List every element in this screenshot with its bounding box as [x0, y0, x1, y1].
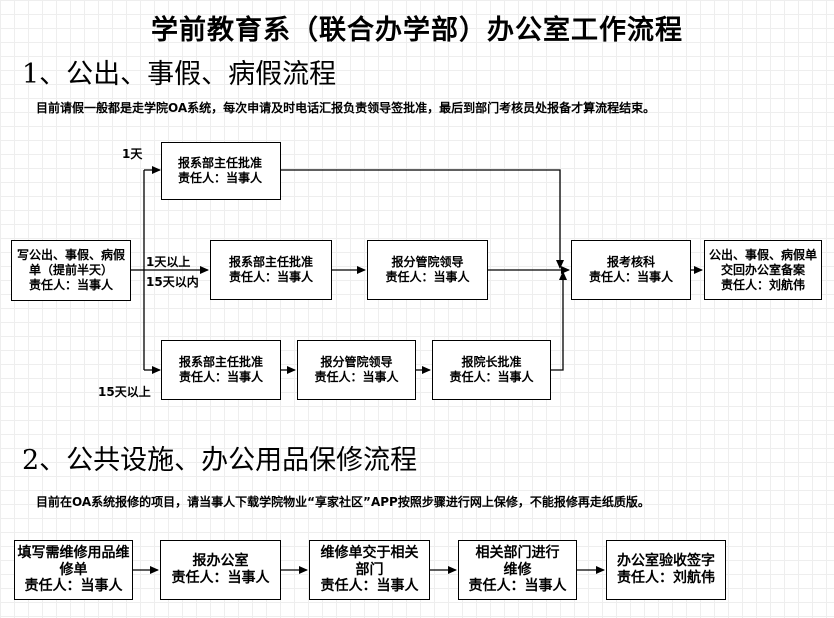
- box-text: 修单: [59, 561, 88, 578]
- section1-note: 目前请假一般都是走学院OA系统，每次申请及时电话汇报负责领导签批准，最后到部门考…: [36, 101, 656, 115]
- box-text: 责任人：当事人: [178, 171, 263, 185]
- box-text: 报系部主任批准: [178, 355, 263, 369]
- box-text: 责任人：当事人: [171, 570, 270, 586]
- submit-to-department-box: 维修单交于相关 部门 责任人：当事人: [309, 540, 430, 600]
- box-text: 部门: [355, 561, 384, 578]
- report-office-box: 报办公室 责任人：当事人: [160, 540, 281, 600]
- box-text: 报分管院领导: [391, 255, 464, 269]
- box-text: 相关部门进行: [475, 544, 560, 561]
- vice-president-box: 报分管院领导 责任人：当事人: [297, 340, 416, 400]
- box-text: 责任人：当事人: [24, 578, 123, 595]
- dept-head-approval-box: 报系部主任批准 责任人：当事人: [210, 240, 332, 300]
- box-text: 报考核科: [606, 255, 655, 269]
- box-text: 报系部主任批准: [178, 156, 263, 170]
- box-text: 责任人：当事人: [320, 578, 419, 595]
- box-text: 责任人：当事人: [449, 370, 534, 384]
- box-text: 单（提前半天）: [28, 263, 113, 277]
- department-repair-box: 相关部门进行 维修 责任人：当事人: [458, 540, 577, 600]
- box-text: 责任人：刘航伟: [720, 277, 805, 292]
- repair-form-box: 填写需维修用品维 修单 责任人：当事人: [14, 540, 133, 600]
- box-text: 报分管院领导: [320, 355, 393, 369]
- box-text: 维修: [503, 561, 532, 578]
- branch-label-over-1-day: 1天以上: [146, 255, 191, 269]
- box-text: 报院长批准: [461, 355, 522, 369]
- section1-heading: 1、公出、事假、病假流程: [22, 59, 337, 90]
- box-text: 责任人：当事人: [178, 370, 263, 384]
- branch-label-1-day: 1天: [122, 147, 143, 161]
- box-text: 责任人：当事人: [468, 578, 567, 595]
- president-approval-box: 报院长批准 责任人：当事人: [432, 340, 551, 400]
- box-text: 填写需维修用品维: [17, 544, 130, 561]
- box-text: 维修单交于相关: [320, 544, 419, 561]
- box-text: 报办公室: [192, 553, 249, 570]
- box-text: 责任人：当事人: [28, 278, 113, 292]
- box-text: 公出、事假、病假单: [708, 247, 817, 262]
- box-text: 责任人：刘航伟: [617, 570, 715, 586]
- box-text: 责任人：当事人: [228, 270, 313, 284]
- section2-note: 目前在OA系统报修的项目，请当事人下载学院物业“享家社区”APP按照步骤进行网上…: [36, 495, 650, 509]
- arrow-top-merge: [281, 169, 564, 269]
- box-text: 交回办公室备案: [720, 262, 805, 277]
- box-text: 责任人：当事人: [588, 270, 673, 284]
- dept-head-approval-box: 报系部主任批准 责任人：当事人: [161, 142, 281, 200]
- box-text: 责任人：当事人: [314, 370, 399, 384]
- box-text: 写公出、事假、病假: [16, 248, 125, 262]
- office-acceptance-box: 办公室验收签字 责任人：刘航伟: [606, 540, 726, 600]
- assessment-office-box: 报考核科 责任人：当事人: [571, 240, 691, 300]
- vice-president-box: 报分管院领导 责任人：当事人: [367, 240, 488, 300]
- page-title: 学前教育系（联合办学部）办公室工作流程: [151, 15, 683, 46]
- dept-head-approval-box: 报系部主任批准 责任人：当事人: [161, 340, 281, 400]
- office-filing-box: 公出、事假、病假单 交回办公室备案 责任人：刘航伟: [704, 240, 822, 300]
- branch-label-over-15-days: 15天以上: [98, 385, 151, 399]
- box-text: 报系部主任批准: [228, 255, 313, 269]
- section2-heading: 2、公共设施、办公用品保修流程: [22, 445, 418, 476]
- leave-form-box: 写公出、事假、病假 单（提前半天） 责任人：当事人: [11, 240, 131, 301]
- branch-label-within-15-days: 15天以内: [146, 275, 199, 289]
- box-text: 责任人：当事人: [385, 270, 470, 284]
- box-text: 办公室验收签字: [617, 553, 715, 570]
- arrow-bottom-merge: [551, 271, 567, 371]
